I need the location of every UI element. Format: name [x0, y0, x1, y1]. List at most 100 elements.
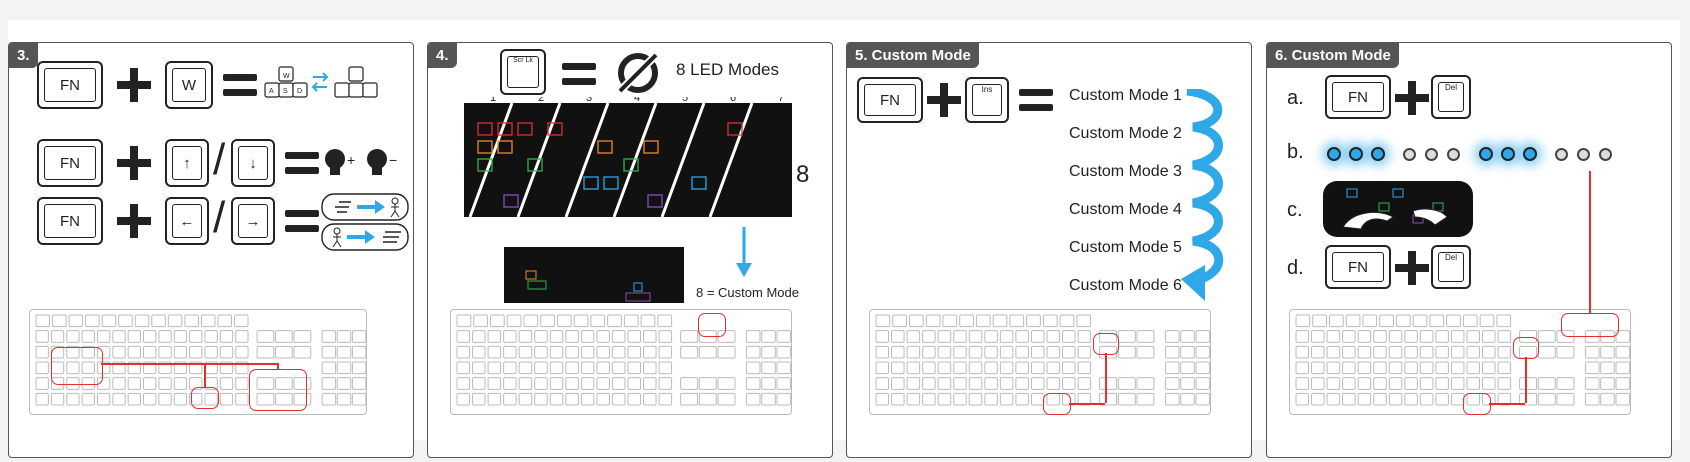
scroll-lock-highlight [698, 313, 726, 337]
right-arrow-key: → [231, 197, 275, 245]
cycle-arrow-icon [1181, 89, 1224, 301]
plus-icon [1395, 251, 1429, 285]
plus-icon [927, 83, 961, 117]
plus-icon [117, 68, 151, 102]
svg-text:+: + [347, 152, 355, 168]
keyboard-diagram [1289, 309, 1631, 415]
svg-text:2: 2 [538, 97, 544, 104]
down-arrow-key: ↓ [231, 139, 275, 187]
led-off-icon [1425, 148, 1438, 161]
slash-icon: / [213, 135, 226, 184]
panel-badge: 5. Custom Mode [847, 43, 979, 68]
fn-highlight [1463, 393, 1491, 415]
led-on-icon [1479, 147, 1493, 161]
svg-text:D: D [297, 88, 302, 95]
custom-mode-keyboard [504, 247, 684, 303]
hands-on-keyboard-icon [1323, 181, 1473, 237]
led-indicator-highlight [1561, 313, 1619, 337]
led-on-icon [1501, 147, 1515, 161]
step-d: d. [1287, 257, 1304, 279]
plus-icon [1395, 81, 1429, 115]
fn-highlight [1043, 393, 1071, 415]
led-off-icon [1447, 148, 1460, 161]
keyboard-diagram [869, 309, 1211, 415]
cycle-icon [618, 53, 658, 93]
equals-icon [285, 210, 319, 232]
fn-key: FN [1325, 75, 1391, 119]
step-a: a. [1287, 87, 1304, 109]
led-off-icon [1555, 148, 1568, 161]
fn-key: FN [37, 61, 103, 109]
svg-text:−: − [389, 152, 397, 168]
slash-icon: / [213, 193, 226, 242]
panel-4: 4. Scr Lk 8 LED Modes 1 2 3 4 5 6 7 [427, 42, 833, 458]
wasd-arrow-swap-icon: W A S D [264, 66, 378, 98]
fn-key: FN [37, 139, 103, 187]
arrow-keys-highlight [249, 369, 307, 411]
keyboard-keys [456, 314, 791, 406]
panel-6: 6. Custom Mode a. FN Del b. c. d. FN Del [1266, 42, 1672, 458]
custom-mode-6: Custom Mode 6 [1069, 277, 1182, 294]
plus-icon [117, 146, 151, 180]
equals-icon [285, 152, 319, 174]
delete-key: Del [1431, 75, 1471, 119]
led-on-icon [1327, 147, 1341, 161]
custom-mode-5: Custom Mode 5 [1069, 239, 1182, 256]
up-arrow-key: ↑ [165, 139, 209, 187]
step-c: c. [1287, 199, 1303, 221]
panel-5: 5. Custom Mode FN Ins Custom Mode 1 Cust… [846, 42, 1252, 458]
keyboard-keys [875, 314, 1210, 406]
svg-text:A: A [269, 88, 274, 95]
insert-key: Ins [965, 77, 1009, 123]
brightness-icon: + − [325, 149, 397, 175]
led-modes-keyboard: 1 2 3 4 5 6 7 [464, 97, 792, 218]
custom-mode-2: Custom Mode 2 [1069, 125, 1182, 142]
fn-key: FN [37, 197, 103, 245]
plus-icon [117, 204, 151, 238]
custom-mode-note: 8 = Custom Mode [696, 285, 799, 300]
equals-icon [223, 74, 257, 96]
led-on-icon [1371, 147, 1385, 161]
fn-key: FN [1325, 245, 1391, 289]
fn-highlight [191, 387, 219, 409]
keyboard-keys [35, 314, 366, 406]
mode-eight-label: 8 [796, 161, 810, 188]
svg-text:1: 1 [490, 97, 496, 104]
equals-icon [562, 63, 596, 85]
wasd-highlight [51, 347, 103, 385]
scroll-lock-key: Scr Lk [500, 49, 546, 95]
led-off-icon [1577, 148, 1590, 161]
w-key: W [165, 61, 213, 109]
svg-text:3: 3 [586, 97, 592, 104]
delete-key: Del [1431, 245, 1471, 289]
step-b: b. [1287, 141, 1304, 163]
svg-text:7: 7 [778, 97, 784, 104]
svg-text:6: 6 [730, 97, 736, 104]
panel-badge: 4. [428, 43, 457, 68]
svg-text:S: S [283, 88, 288, 95]
panel-3: 3. FN W W A S D FN ↑ / ↓ + − FN [8, 42, 414, 458]
insert-key-highlight [1093, 333, 1119, 355]
panel-badge: 3. [9, 43, 38, 68]
keyboard-diagram [450, 309, 792, 415]
keyboard-keys [1295, 314, 1630, 406]
left-arrow-key: ← [165, 197, 209, 245]
equals-icon [1019, 89, 1053, 111]
delete-key-highlight [1513, 337, 1539, 359]
led-on-icon [1349, 147, 1363, 161]
custom-mode-1: Custom Mode 1 [1069, 87, 1182, 104]
custom-mode-4: Custom Mode 4 [1069, 201, 1182, 218]
svg-text:W: W [283, 73, 290, 80]
led-on-icon [1523, 147, 1537, 161]
led-off-icon [1403, 148, 1416, 161]
down-arrow-icon [736, 227, 752, 277]
fn-key: FN [857, 77, 923, 123]
custom-mode-3: Custom Mode 3 [1069, 163, 1182, 180]
led-modes-label: 8 LED Modes [676, 60, 779, 79]
led-off-icon [1599, 148, 1612, 161]
svg-text:5: 5 [682, 97, 688, 104]
instruction-sheet: 3. FN W W A S D FN ↑ / ↓ + − FN [8, 20, 1680, 458]
keyboard-diagram [29, 309, 367, 415]
svg-text:4: 4 [634, 97, 640, 104]
panel-badge: 6. Custom Mode [1267, 43, 1399, 68]
